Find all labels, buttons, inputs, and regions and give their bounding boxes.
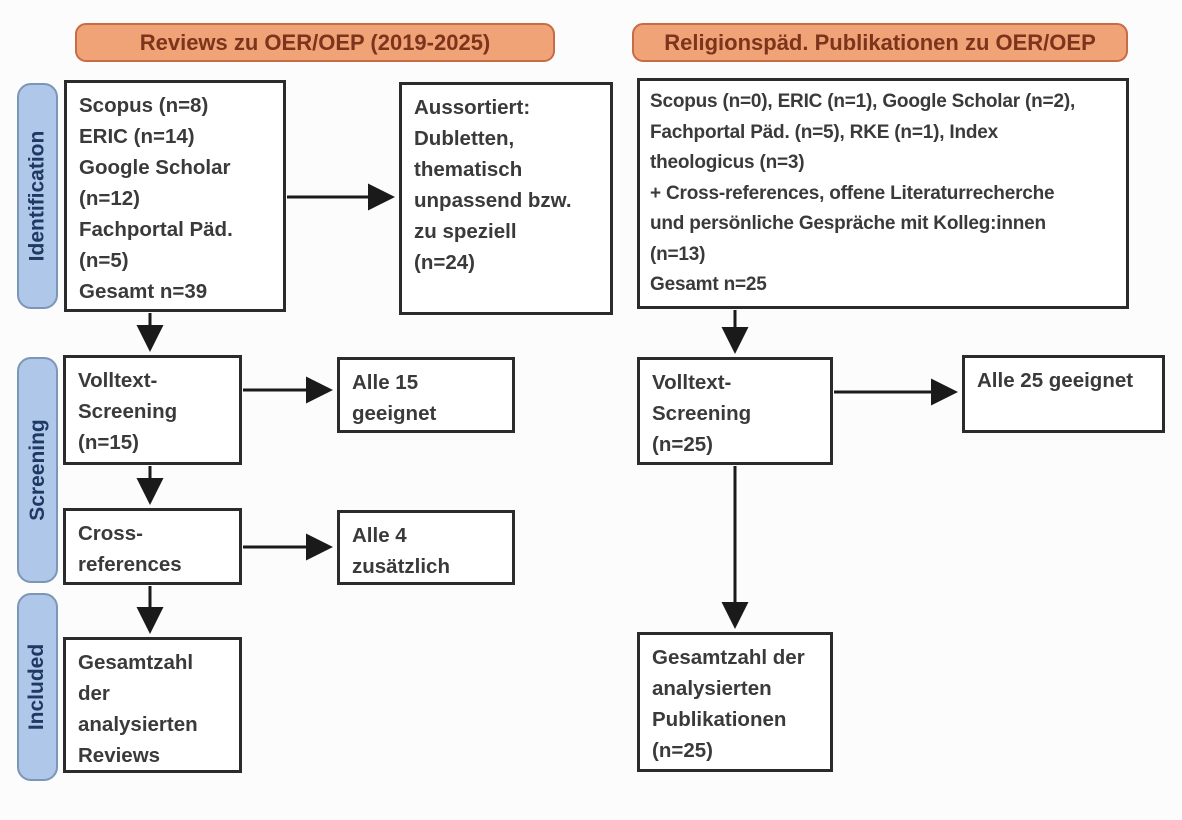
box-right-fulltext-result: Alle 25 geeignet <box>962 355 1165 433</box>
box-right-fulltext-screening: Volltext- Screening (n=25) <box>637 357 833 465</box>
stage-label-included-text: Included <box>25 643 49 731</box>
column-header-religionspaed: Religionspäd. Publikationen zu OER/OEP <box>632 23 1128 62</box>
box-right-identification-sources: Scopus (n=0), ERIC (n=1), Google Scholar… <box>637 78 1129 309</box>
stage-label-identification: Identification <box>17 83 58 309</box>
box-left-cross-references: Cross-references (n=4) <box>63 508 242 585</box>
column-header-religionspaed-label: Religionspäd. Publikationen zu OER/OEP <box>664 29 1096 55</box>
box-left-included-total: Gesamtzahl der analysierten Reviews (n=1… <box>63 637 242 773</box>
stage-label-screening-text: Screening <box>25 419 49 521</box>
stage-label-included: Included <box>17 593 58 781</box>
column-header-reviews: Reviews zu OER/OEP (2019-2025) <box>75 23 555 62</box>
box-left-cross-references-result: Alle 4 zusätzlich aufgenommen <box>337 510 515 585</box>
stage-label-identification-text: Identification <box>25 130 49 262</box>
box-left-fulltext-screening: Volltext- Screening (n=15) <box>63 355 242 465</box>
column-header-reviews-label: Reviews zu OER/OEP (2019-2025) <box>139 29 491 55</box>
box-right-included-total: Gesamtzahl der analysierten Publikatione… <box>637 632 833 772</box>
box-left-fulltext-result: Alle 15 geeignet <box>337 357 515 433</box>
box-left-excluded: Aussortiert: Dubletten, thematisch unpas… <box>399 82 613 315</box>
box-left-identification-sources: Scopus (n=8) ERIC (n=14) Google Scholar … <box>64 80 286 312</box>
stage-label-screening: Screening <box>17 357 58 583</box>
